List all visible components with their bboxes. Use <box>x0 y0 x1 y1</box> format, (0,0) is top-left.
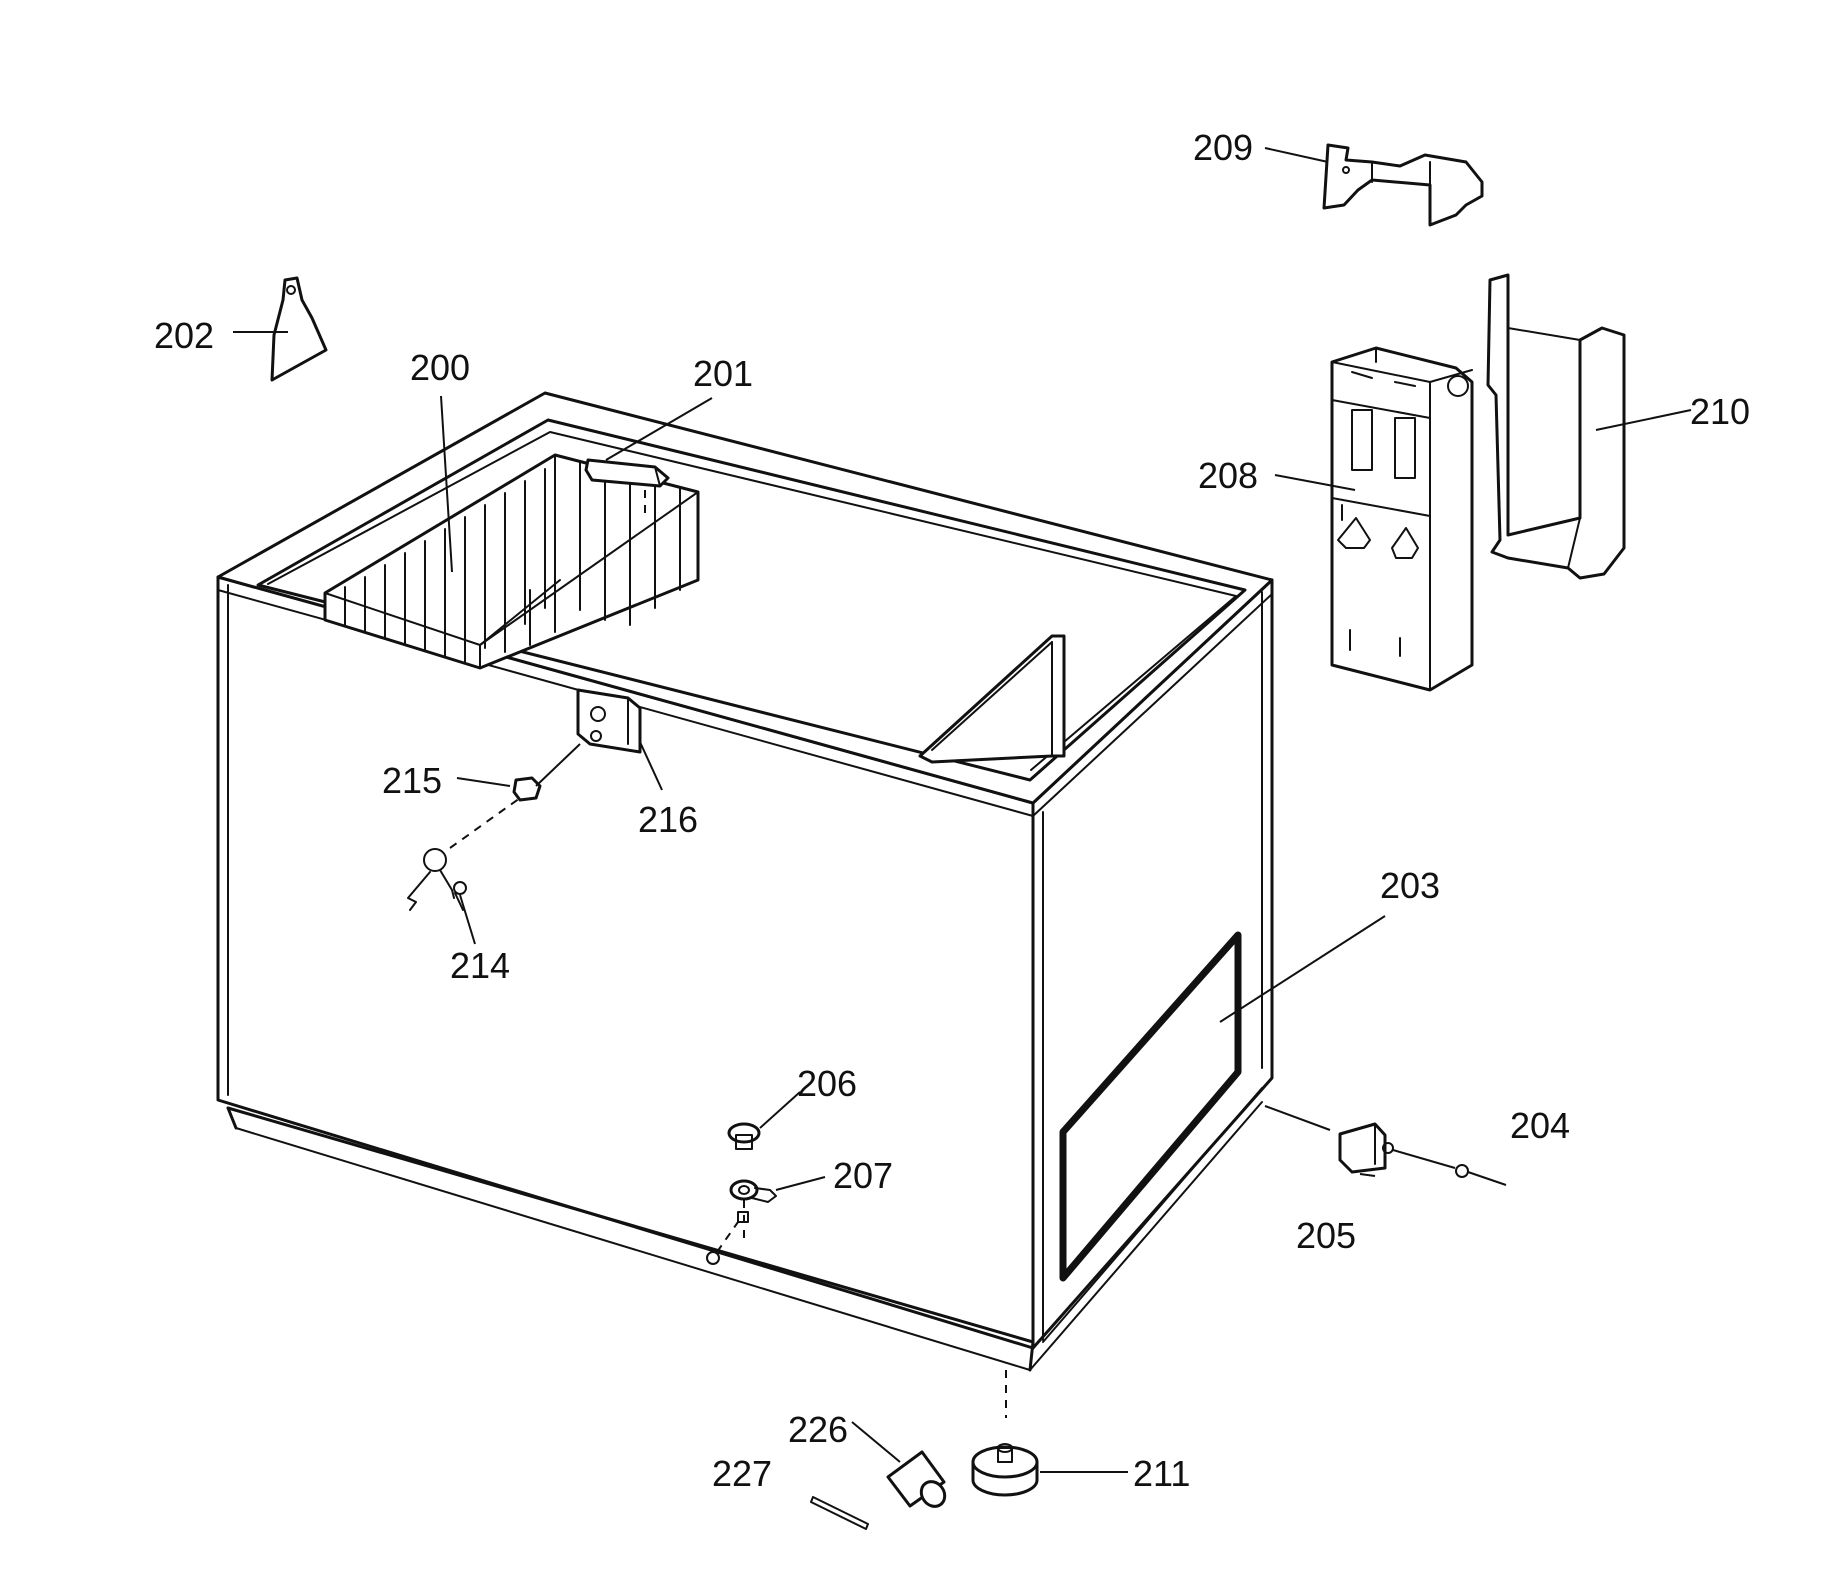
callout-201: 201 <box>693 353 753 394</box>
part-209-bracket <box>1322 143 1484 227</box>
cabinet-service-panel <box>1059 931 1242 1282</box>
leveling-foot-211 <box>971 1443 1039 1497</box>
lock-cylinder <box>512 776 542 802</box>
hinge-part-205 <box>1338 1122 1394 1174</box>
callout-226: 226 <box>788 1409 848 1450</box>
lock-housing <box>576 688 642 754</box>
callout-216: 216 <box>638 799 698 840</box>
drain-washer <box>729 1179 777 1203</box>
drain-plug <box>727 1122 761 1150</box>
pin-227 <box>810 1496 869 1530</box>
hinge-screw-204 <box>1455 1164 1469 1178</box>
part-210-cover <box>1486 273 1626 580</box>
callout-210: 210 <box>1690 391 1750 432</box>
key-assembly <box>407 848 467 911</box>
callout-209: 209 <box>1193 127 1253 168</box>
wire-basket <box>323 453 700 670</box>
roller-226 <box>886 1450 947 1508</box>
callout-206: 206 <box>797 1063 857 1104</box>
callout-214: 214 <box>450 945 510 986</box>
callout-207: 207 <box>833 1155 893 1196</box>
callout-202: 202 <box>154 315 214 356</box>
callout-205: 205 <box>1296 1215 1356 1256</box>
callout-215: 215 <box>382 760 442 801</box>
callout-208: 208 <box>1198 455 1258 496</box>
freezer-cabinet <box>216 391 1274 1372</box>
callout-204: 204 <box>1510 1105 1570 1146</box>
drain-hole <box>706 1211 749 1265</box>
hinge-plate <box>584 458 670 520</box>
callout-227: 227 <box>712 1453 772 1494</box>
part-208-control-housing <box>1330 346 1474 692</box>
callout-211: 211 <box>1133 1453 1190 1494</box>
cabinet-divider <box>918 634 1066 764</box>
callout-203: 203 <box>1380 865 1440 906</box>
part-202-scraper <box>270 276 328 382</box>
callout-200: 200 <box>410 347 470 388</box>
